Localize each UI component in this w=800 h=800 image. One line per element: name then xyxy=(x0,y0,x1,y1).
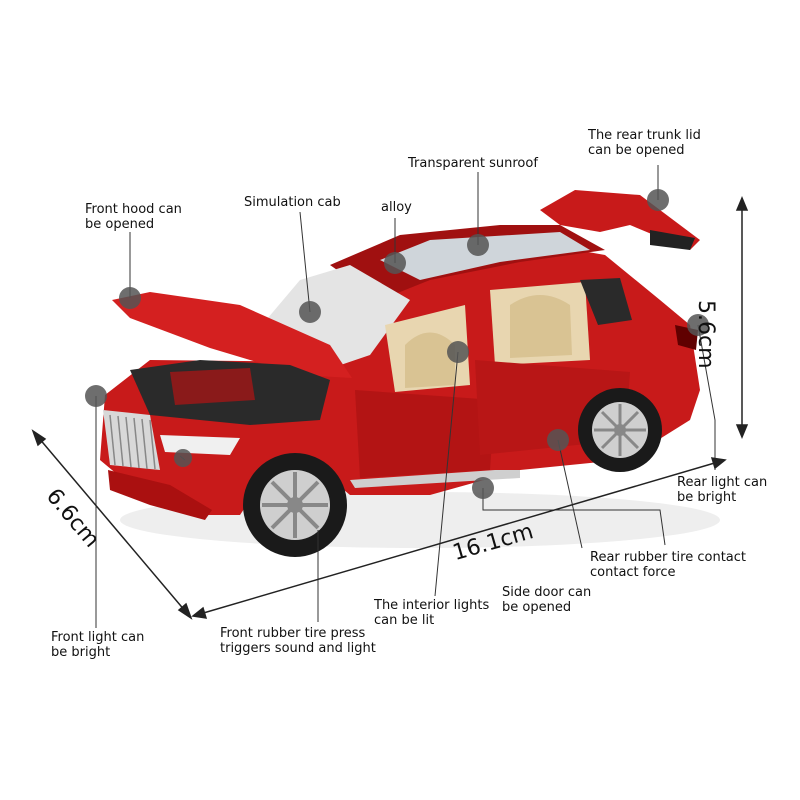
hood-open xyxy=(112,292,352,378)
label-trunk-lid-line2: can be opened xyxy=(588,143,685,158)
callout-dots xyxy=(85,189,709,499)
label-front-tire: Front rubber tire press triggers sound a… xyxy=(220,626,376,656)
label-front-light: Front light can be bright xyxy=(51,630,144,660)
rear-wheel xyxy=(578,388,662,472)
label-front-light-line2: be bright xyxy=(51,645,111,660)
label-trunk-lid-line1: The rear trunk lid xyxy=(588,128,701,143)
label-front-hood: Front hood can be opened xyxy=(85,202,182,232)
label-alloy-line1: alloy xyxy=(381,200,412,215)
dimension-height: 5.6cm xyxy=(693,300,718,369)
label-side-door-line2: be opened xyxy=(502,600,572,615)
label-interior-lights-line1: The interior lights xyxy=(374,598,490,613)
label-rear-tire-line1: Rear rubber tire contact xyxy=(590,550,746,565)
front-door-open xyxy=(355,390,495,478)
label-side-door: Side door can be opened xyxy=(502,585,591,615)
label-rear-light-line1: Rear light can xyxy=(677,475,768,490)
label-sunroof-line1: Transparent sunroof xyxy=(408,156,538,171)
label-rear-light: Rear light can be bright xyxy=(677,475,767,505)
label-front-tire-line1: Front rubber tire press xyxy=(220,626,366,641)
label-rear-tire: Rear rubber tire contact contact force xyxy=(590,550,746,580)
label-sim-cab-line1: Simulation cab xyxy=(244,195,341,210)
label-interior-lights-line2: can be lit xyxy=(374,613,435,628)
sunroof-glass xyxy=(380,232,590,280)
label-front-light-line1: Front light can xyxy=(51,630,145,645)
label-sunroof: Transparent sunroof xyxy=(408,156,538,171)
label-rear-light-line2: be bright xyxy=(677,490,737,505)
label-front-hood-line2: be opened xyxy=(85,217,155,232)
label-interior-lights: The interior lights can be lit xyxy=(374,598,489,628)
label-side-door-line1: Side door can xyxy=(502,585,592,600)
dimension-arrows xyxy=(31,196,749,620)
label-sim-cab: Simulation cab xyxy=(244,195,341,210)
label-front-hood-line1: Front hood can xyxy=(85,202,182,217)
headlight xyxy=(160,435,240,455)
label-front-tire-line2: triggers sound and light xyxy=(220,641,376,656)
toy-car xyxy=(100,190,720,557)
label-alloy: alloy xyxy=(381,200,412,215)
front-wheel xyxy=(243,453,347,557)
label-rear-tire-line2: contact force xyxy=(590,565,676,580)
label-trunk-lid: The rear trunk lid can be opened xyxy=(588,128,701,158)
